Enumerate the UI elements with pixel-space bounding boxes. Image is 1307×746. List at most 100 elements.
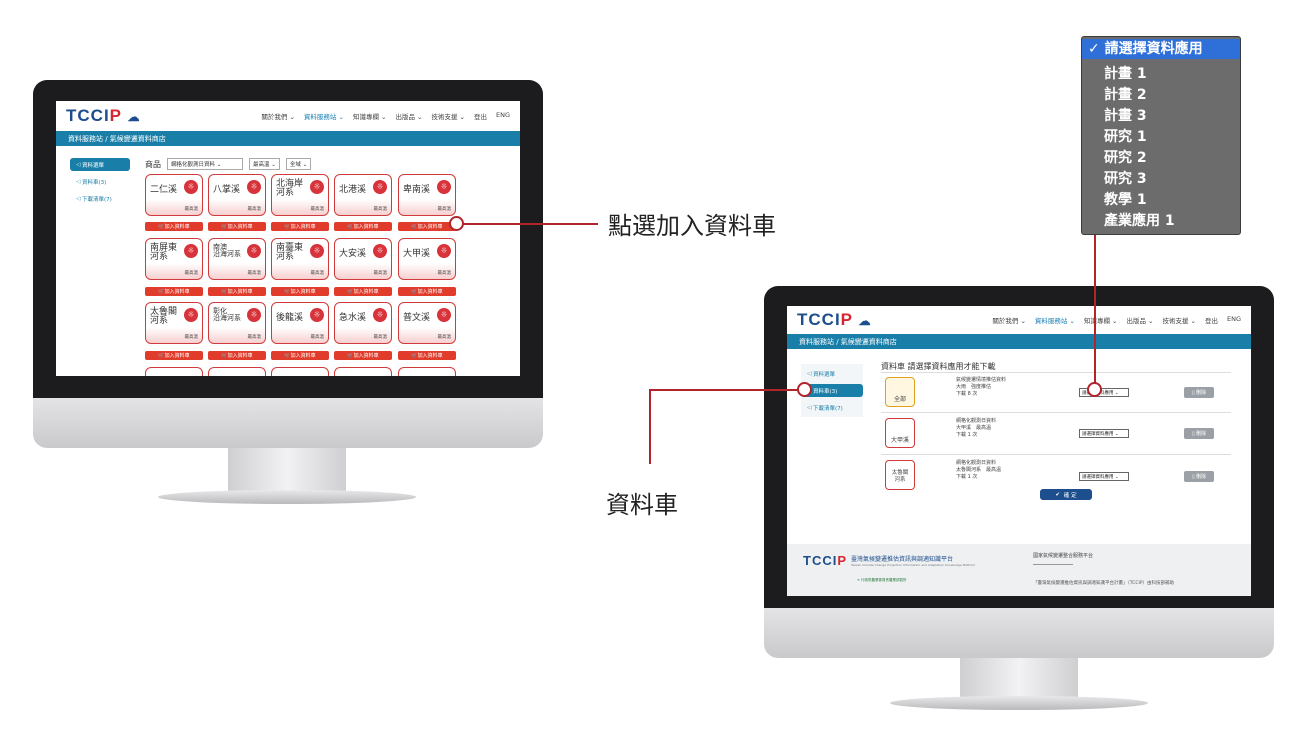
nav-support[interactable]: 技術支援 ⌄	[431, 113, 465, 121]
dropdown-option[interactable]: 計畫 1	[1104, 66, 1147, 82]
product-tile[interactable]: 普文溪☼最高溫	[398, 302, 456, 344]
left-monitor-base	[158, 490, 416, 504]
thumb-label: 全部	[893, 396, 906, 403]
terrain-graphic	[146, 327, 202, 343]
delete-button[interactable]: ▯ 刪除	[1184, 428, 1214, 439]
nav-about[interactable]: 關於我們 ⌄	[261, 113, 295, 121]
delete-button[interactable]: ▯ 刪除	[1184, 387, 1214, 398]
dropdown-option[interactable]: 計畫 2	[1104, 87, 1147, 103]
dropdown-option[interactable]: 產業應用 1	[1104, 213, 1175, 229]
confirm-button[interactable]: ✔確 定	[1040, 489, 1092, 500]
product-tile[interactable]: 二仁溪☼最高溫	[145, 174, 203, 216]
nav-publications[interactable]: 出版品 ⌄	[395, 113, 423, 121]
add-label: 加入資料車	[290, 353, 316, 359]
product-tile[interactable]: 南臺東 河系☼最高溫	[271, 238, 329, 280]
tile-name: 普文溪	[403, 313, 431, 323]
terrain-graphic	[399, 263, 455, 279]
sidebar-item-cart[interactable]: ◁ 資料車(3)	[70, 175, 130, 188]
add-to-cart-button[interactable]: 🛒 加入資料車	[145, 287, 203, 296]
product-tile[interactable]: 北海岸 河系☼最高溫	[271, 174, 329, 216]
site-logo[interactable]: TCCIP ☁︎	[66, 106, 140, 126]
dropdown-option[interactable]: 研究 1	[1104, 129, 1147, 145]
sidebar-item-downloads[interactable]: ◁ 下載清單(7)	[70, 192, 130, 205]
add-to-cart-button[interactable]: 🛒 加入資料車	[208, 222, 266, 231]
nav-data-service[interactable]: 資料服務站 ⌄	[303, 113, 344, 121]
application-select[interactable]: 請選擇資料應用 ⌄	[1079, 472, 1129, 481]
nav-logout[interactable]: 登出	[1204, 317, 1218, 325]
footer-title-block: 臺灣氣候變遷推估資訊與調適知識平台 Taiwan Climate Change …	[851, 554, 975, 567]
tile-name: 卑南溪	[403, 185, 431, 195]
add-to-cart-button[interactable]: 🛒 加入資料車	[271, 287, 329, 296]
product-tile[interactable]: 太魯閣 河系☼最高溫	[145, 302, 203, 344]
product-tile[interactable]	[271, 367, 329, 376]
add-to-cart-button[interactable]: 🛒 加入資料車	[145, 222, 203, 231]
add-to-cart-button[interactable]: 🛒 加入資料車	[208, 351, 266, 360]
footer-title: 臺灣氣候變遷推估資訊與調適知識平台	[851, 556, 954, 563]
footer-link[interactable]: 國家氣候變遷整合服務平台	[1033, 553, 1094, 559]
sidebar-item-data-menu[interactable]: ◁ 資料選單	[70, 158, 130, 171]
tile-name: 北海岸 河系	[276, 179, 304, 199]
add-to-cart-button[interactable]: 🛒 加入資料車	[271, 351, 329, 360]
add-to-cart-button[interactable]: 🛒 加入資料車	[398, 222, 456, 231]
site-logo[interactable]: TCCIP ☁︎	[797, 310, 871, 330]
product-tile[interactable]	[398, 367, 456, 376]
nav-knowledge[interactable]: 知識專欄 ⌄	[1083, 317, 1118, 325]
product-tile[interactable]: 八掌溪☼最高溫	[208, 174, 266, 216]
sidebar-label: 資料選單	[812, 371, 835, 378]
breadcrumb: 資料服務站 / 氣候變遷資料商店	[787, 334, 1251, 349]
cart-icon: 🛒	[158, 352, 165, 359]
dropdown-option[interactable]: ✓ 請選擇資料應用	[1082, 39, 1240, 59]
sidebar-item-downloads[interactable]: ◁ 下載清單(7)	[801, 401, 863, 414]
callout-add-to-cart: 點選加入資料車	[608, 212, 776, 240]
product-tile[interactable]: 北港溪☼最高溫	[334, 174, 392, 216]
cart-icon: 🛒	[411, 352, 418, 359]
nav-eng[interactable]: ENG	[1226, 315, 1241, 323]
product-tile[interactable]	[145, 367, 203, 376]
product-tile[interactable]: 大安溪☼最高溫	[334, 238, 392, 280]
product-tile[interactable]: 大甲溪☼最高溫	[398, 238, 456, 280]
sidebar-item-data-menu[interactable]: ◁ 資料選單	[801, 367, 863, 380]
sidebar: ◁ 資料選單 ◁ 資料車(3) ◁ 下載清單(7)	[70, 158, 130, 205]
logo-p: P	[837, 553, 848, 568]
trash-icon: ▯	[1191, 473, 1197, 480]
product-tile[interactable]: 彰化 沿海河系☼最高溫	[208, 302, 266, 344]
product-tile[interactable]: 南澳 沿海河系☼最高溫	[208, 238, 266, 280]
add-to-cart-button[interactable]: 🛒 加入資料車	[334, 222, 392, 231]
nav-data-service[interactable]: 資料服務站 ⌄	[1034, 317, 1075, 325]
product-tile[interactable]: 後龍溪☼最高溫	[271, 302, 329, 344]
add-to-cart-button[interactable]: 🛒 加入資料車	[271, 222, 329, 231]
add-to-cart-button[interactable]: 🛒 加入資料車	[398, 351, 456, 360]
application-select[interactable]: 請選擇資料應用 ⌄	[1079, 429, 1129, 438]
nav-eng[interactable]: ENG	[495, 111, 510, 119]
nav-support[interactable]: 技術支援 ⌄	[1162, 317, 1196, 325]
product-tile[interactable]	[334, 367, 392, 376]
row-dataset: 網格化觀測日資料	[956, 460, 997, 466]
nav-knowledge[interactable]: 知識專欄 ⌄	[352, 113, 387, 121]
filter-bar: 商品 網格化觀測日資料 ⌄ 最高溫 ⌄ 全域 ⌄	[145, 158, 312, 170]
product-tile[interactable]: 南屏東 河系☼最高溫	[145, 238, 203, 280]
nav-publications[interactable]: 出版品 ⌄	[1126, 317, 1154, 325]
add-label: 加入資料車	[164, 224, 190, 230]
terrain-graphic	[335, 263, 391, 279]
add-to-cart-button[interactable]: 🛒 加入資料車	[334, 287, 392, 296]
add-to-cart-button[interactable]: 🛒 加入資料車	[334, 351, 392, 360]
nav-logout[interactable]: 登出	[473, 113, 487, 121]
delete-button[interactable]: ▯ 刪除	[1184, 471, 1214, 482]
add-label: 加入資料車	[164, 289, 190, 295]
dropdown-option[interactable]: 計畫 3	[1104, 108, 1147, 124]
product-tile[interactable]	[208, 367, 266, 376]
dropdown-option[interactable]: 研究 2	[1104, 150, 1147, 166]
filter-variable[interactable]: 最高溫 ⌄	[249, 158, 280, 170]
tile-name: 彰化 沿海河系	[213, 307, 241, 323]
add-to-cart-button[interactable]: 🛒 加入資料車	[208, 287, 266, 296]
dropdown-option[interactable]: 研究 3	[1104, 171, 1147, 187]
product-tile[interactable]: 急水溪☼最高溫	[334, 302, 392, 344]
add-to-cart-button[interactable]: 🛒 加入資料車	[398, 287, 456, 296]
application-dropdown: ✓ 請選擇資料應用 計畫 1 計畫 2 計畫 3 研究 1 研究 2 研究 3 …	[1081, 36, 1241, 235]
add-to-cart-button[interactable]: 🛒 加入資料車	[145, 351, 203, 360]
dropdown-option[interactable]: 教學 1	[1104, 192, 1147, 208]
filter-region[interactable]: 全域 ⌄	[285, 158, 312, 170]
nav-about[interactable]: 關於我們 ⌄	[992, 317, 1026, 325]
product-tile[interactable]: 卑南溪☼最高溫	[398, 174, 456, 216]
filter-dataset[interactable]: 網格化觀測日資料 ⌄	[167, 158, 243, 170]
